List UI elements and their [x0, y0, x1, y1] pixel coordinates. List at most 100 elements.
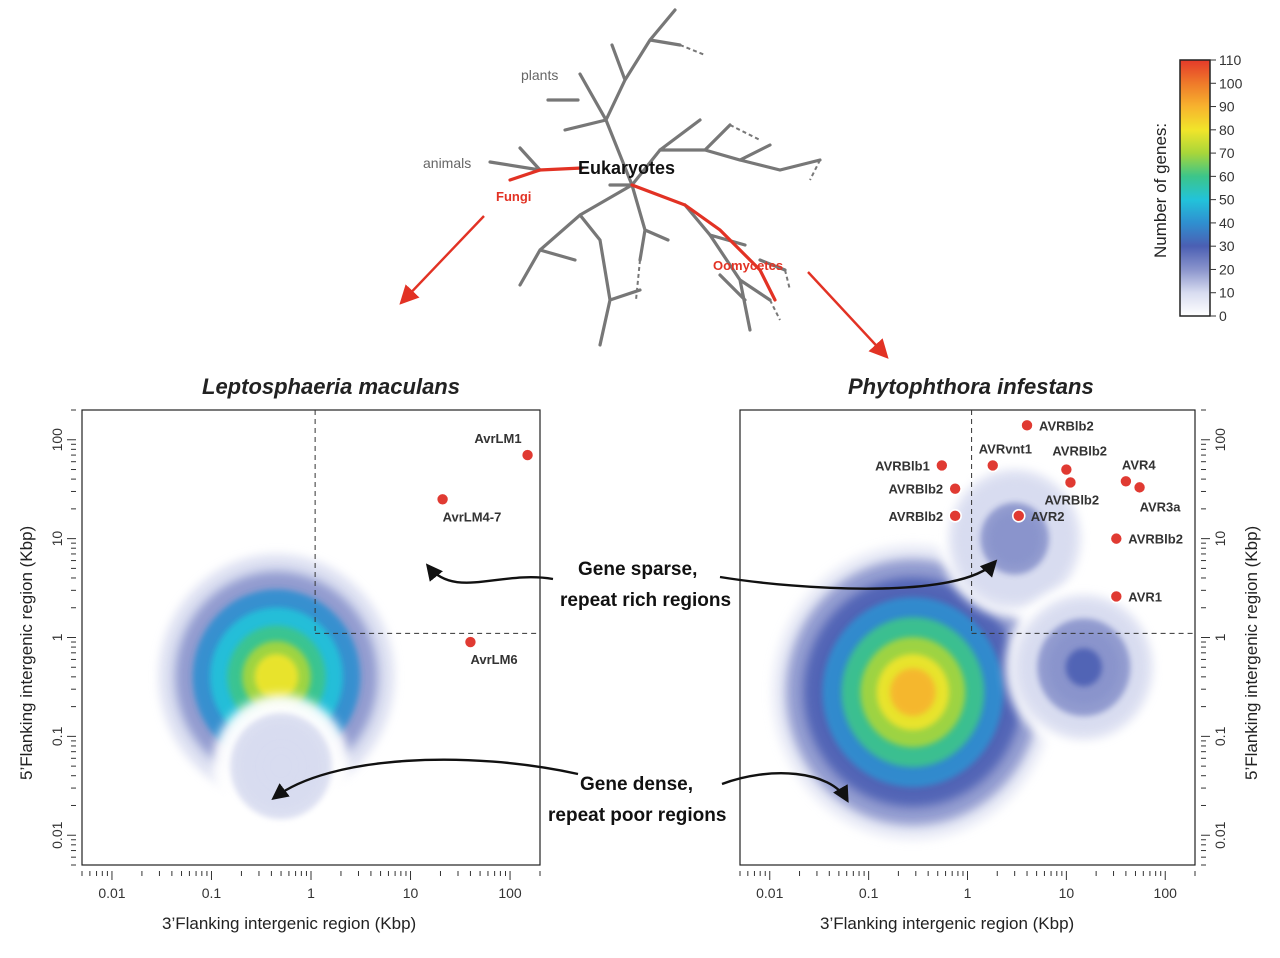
- avr-label: AVRBlb2: [1039, 418, 1094, 433]
- colorbar-tick-label: 50: [1219, 192, 1235, 208]
- colorbar-title: Number of genes:: [1151, 123, 1170, 258]
- x-tick-label: 0.01: [98, 885, 125, 901]
- y-tick-label: 1: [1212, 633, 1228, 641]
- chart-leptosphaeria: Leptosphaeria maculans 0.010.010.10.1111…: [17, 374, 541, 933]
- avr-point: [1119, 474, 1133, 489]
- x-tick-label: 10: [1059, 885, 1075, 901]
- arrow-dense-right: [721, 772, 849, 803]
- avr-label: AVR3a: [1140, 499, 1182, 514]
- tree-label-oomycetes: Oomycetes: [713, 258, 783, 273]
- density-contour: [890, 668, 936, 716]
- phylogenetic-tree: plants animals Eukaryotes Fungi Oomycete…: [399, 8, 889, 359]
- colorbar-tick-label: 80: [1219, 122, 1235, 138]
- x-tick-label: 1: [964, 885, 972, 901]
- y-tick-label: 0.1: [49, 726, 65, 746]
- annot-dense-line2: repeat poor regions: [548, 805, 726, 826]
- avr-point: [520, 448, 535, 462]
- y-tick-label: 100: [49, 428, 65, 452]
- colorbar-tick-label: 110: [1219, 52, 1242, 68]
- avr-label: AvrLM1: [474, 431, 521, 446]
- avr-point: [1011, 509, 1026, 523]
- x-tick-label: 1: [307, 885, 315, 901]
- avr-point: [948, 481, 962, 496]
- density-contour: [1065, 648, 1102, 687]
- avr-label: AVRBlb1: [875, 458, 930, 473]
- colorbar-tick-label: 40: [1219, 215, 1235, 231]
- avr-point: [1059, 462, 1074, 477]
- x-tick-label: 100: [498, 885, 522, 901]
- plot-frame-phytophthora: [739, 409, 1196, 866]
- x-tick-label: 0.1: [859, 885, 879, 901]
- x-axis-label-leptosphaeria: 3’Flanking intergenic region (Kbp): [162, 914, 416, 933]
- plot-frame-leptosphaeria: [81, 409, 541, 866]
- avr-label: AVRBlb2: [888, 482, 943, 497]
- x-tick-label: 0.1: [202, 885, 222, 901]
- x-tick-label: 100: [1154, 885, 1178, 901]
- avr-point: [1109, 589, 1124, 604]
- arrow-dense-left: [271, 758, 579, 801]
- avr-point: [1109, 531, 1124, 546]
- y-tick-label: 0.01: [1212, 821, 1228, 848]
- y-tick-label: 0.01: [49, 821, 65, 848]
- colorbar-tick-label: 0: [1219, 308, 1227, 324]
- tree-label-eukaryotes: Eukaryotes: [578, 158, 675, 178]
- avr-label: AVRvnt1: [979, 441, 1032, 456]
- annot-sparse-line2: repeat rich regions: [560, 590, 731, 611]
- colorbar-tick-label: 10: [1219, 285, 1235, 301]
- annot-dense-line1: Gene dense,: [580, 774, 693, 795]
- avr-point: [948, 509, 962, 523]
- avr-point: [935, 458, 949, 473]
- annot-sparse-line1: Gene sparse,: [578, 559, 697, 580]
- density-heatmap-leptosphaeria: [146, 541, 407, 838]
- density-contour: [263, 748, 299, 785]
- annotations: Gene sparse, repeat rich regions Gene de…: [271, 559, 998, 826]
- red-arrow-oomycetes: [807, 271, 889, 359]
- chart-title-leptosphaeria: Leptosphaeria maculans: [202, 374, 460, 399]
- x-tick-label: 0.01: [756, 885, 783, 901]
- avr-label: AvrLM6: [470, 652, 517, 667]
- y-tick-label: 10: [49, 531, 65, 547]
- density-contour: [996, 519, 1033, 558]
- threshold-box-phytophthora: [971, 410, 1195, 634]
- x-tick-label: 10: [403, 885, 419, 901]
- colorbar-tick-label: 90: [1219, 99, 1235, 115]
- density-contour: [254, 654, 299, 700]
- colorbar-rect: [1179, 59, 1211, 317]
- avr-point: [435, 492, 450, 507]
- avr-point: [1063, 475, 1078, 490]
- avr-label: AVRBlb2: [1052, 444, 1107, 459]
- avr-label: AVR2: [1031, 509, 1065, 524]
- tree-label-fungi: Fungi: [496, 189, 531, 204]
- chart-phytophthora: Phytophthora infestans 0.01 0.01 0.1 0.1 1 1 1…: [739, 374, 1261, 933]
- density-heatmap-phytophthora: [772, 459, 1163, 840]
- avr-label: AVR1: [1128, 589, 1162, 604]
- avr-label: AvrLM4-7: [443, 509, 502, 524]
- y-tick-label: 100: [1212, 428, 1228, 452]
- avr-label: AVRBlb2: [1128, 532, 1183, 547]
- colorbar-tick-label: 60: [1219, 168, 1235, 184]
- colorbar-tick-label: 100: [1219, 75, 1243, 91]
- arrow-sparse-left: [425, 563, 554, 584]
- colorbar-tick-label: 20: [1219, 261, 1235, 277]
- avr-point: [1132, 480, 1147, 495]
- tree-label-animals: animals: [423, 155, 471, 171]
- avr-point: [463, 635, 478, 649]
- y-axis-label-phytophthora: 5’Flanking intergenic region (Kbp): [1242, 526, 1261, 780]
- y-axis-label-leptosphaeria: 5’Flanking intergenic region (Kbp): [17, 526, 36, 780]
- tree-label-plants: plants: [521, 67, 558, 83]
- chart-title-phytophthora: Phytophthora infestans: [848, 374, 1094, 399]
- red-arrow-fungi: [399, 215, 485, 305]
- avr-label: AVRBlb2: [888, 509, 943, 524]
- threshold-box-leptosphaeria: [314, 410, 540, 634]
- avr-label: AVRBlb2: [1044, 492, 1099, 507]
- x-axis-label-phytophthora: 3’Flanking intergenic region (Kbp): [820, 914, 1074, 933]
- avr-point: [985, 458, 1000, 473]
- arrow-sparse-right: [719, 559, 998, 590]
- y-tick-label: 0.1: [1212, 726, 1228, 746]
